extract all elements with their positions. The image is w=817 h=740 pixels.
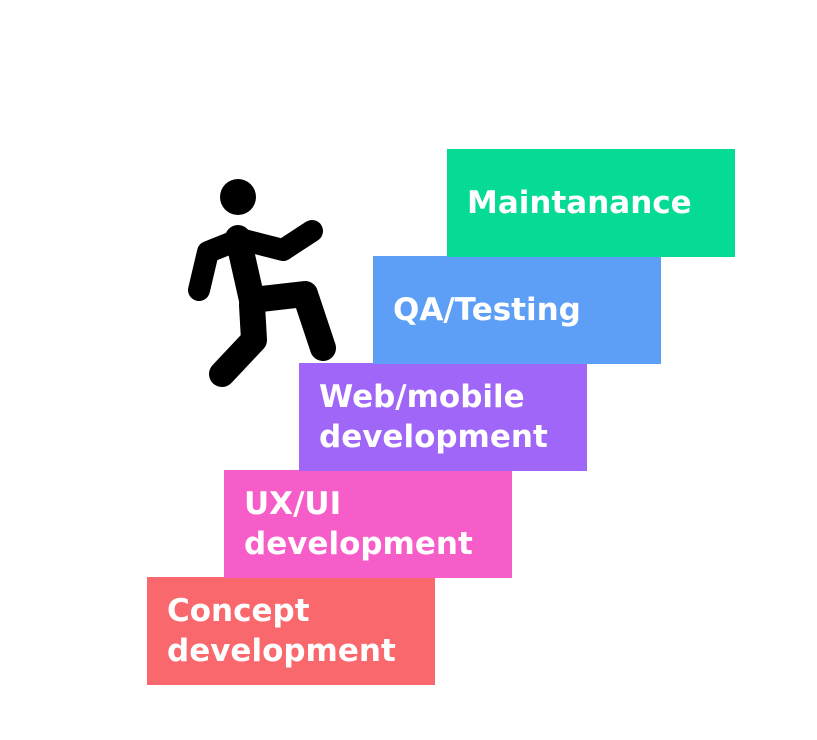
- step-ux-ui-development: UX/UI development: [224, 470, 512, 578]
- figure-back-arm: [188, 229, 249, 301]
- step-web-mobile-development: Web/mobile development: [299, 363, 587, 471]
- step-maintenance: Maintanance: [447, 149, 735, 257]
- figure-head: [220, 179, 256, 215]
- figure-back-leg: [209, 292, 267, 387]
- step-qa-testing: QA/Testing: [373, 256, 661, 364]
- step-concept-development: Concept development: [147, 577, 435, 685]
- figure-front-leg: [239, 281, 336, 361]
- figure-front-arm: [233, 220, 323, 261]
- step-label: Web/mobile development: [319, 379, 548, 455]
- step-label: Maintanance: [467, 185, 692, 221]
- step-label: QA/Testing: [393, 292, 581, 328]
- person-climbing-stairs-icon: [188, 179, 336, 387]
- step-label: UX/UI development: [244, 486, 473, 562]
- step-label: Concept development: [167, 593, 396, 669]
- figure-body: [188, 179, 336, 387]
